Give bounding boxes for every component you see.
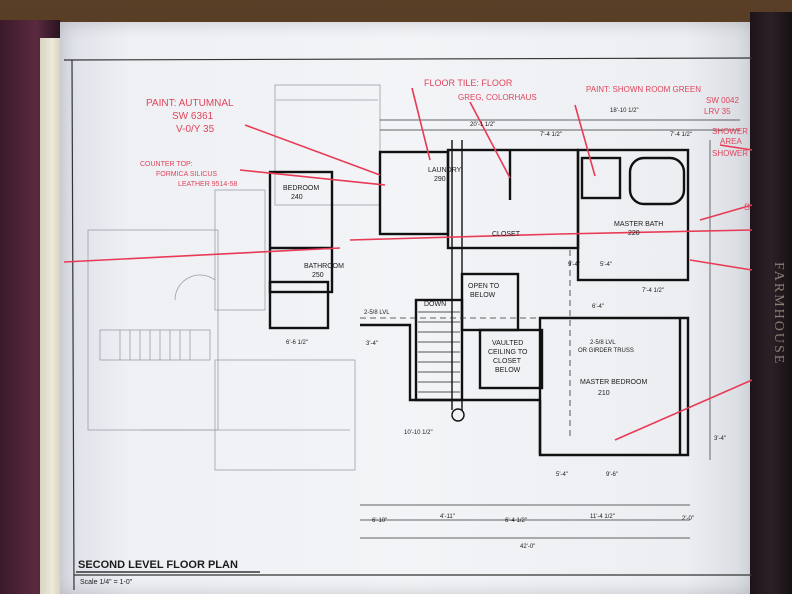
room-num-master-bedroom: 210 (598, 390, 610, 397)
open-below-line1: OPEN TO (468, 283, 500, 290)
vaulted-line4: BELOW (495, 367, 521, 374)
dim-side-1: 5'-4" (600, 262, 612, 268)
dim-bottom-1: 6'-10" (372, 518, 387, 524)
dim-top-4: 7'-4 1/2" (670, 132, 692, 138)
vaulted-line3: CLOSET (493, 358, 522, 365)
markup-tile-line2: GREG, COLORHAUS (458, 93, 537, 102)
markup-counter-line2: FORMICA SILICUS (156, 171, 217, 178)
markup-tile-line1: FLOOR TILE: FLOOR (424, 78, 513, 88)
vaulted-line2: CEILING TO (488, 349, 528, 356)
markup-shower-line1: SHOWER (712, 127, 748, 136)
dim-side-4: 7'-4 1/2" (642, 288, 664, 294)
dim-side-6: 10'-10 1/2" (404, 430, 433, 436)
dim-top-3: 18'-10 1/2" (610, 108, 639, 114)
dim-side-2: 9'-4" (568, 262, 580, 268)
dim-bottom-5: 2'-0" (682, 516, 694, 522)
room-num-master-bath: 220 (628, 230, 640, 237)
dim-side-3: 6'-4" (592, 304, 604, 310)
room-num-bathroom: 250 (312, 272, 324, 279)
dim-side-9: 3'-4" (714, 436, 726, 442)
dim-overall: 42'-0" (520, 544, 535, 550)
beam-lines (360, 250, 571, 440)
room-num-bedroom: 240 (291, 194, 303, 201)
markup-shower-line2: AREA (720, 137, 742, 146)
open-below-line2: BELOW (470, 292, 496, 299)
faint-underlay (87, 84, 381, 471)
dim-side-10: 6'-6 1/2" (286, 340, 308, 346)
dim-top-1: 20'-1 1/2" (470, 122, 495, 128)
dim-bottom-4: 11'-4 1/2" (590, 514, 615, 520)
beam-label-2: 2-5/8 LVL (590, 340, 616, 346)
right-book-spine: FARMHOUSE (750, 12, 792, 594)
markup-counter-line3: LEATHER 9514-58 (178, 181, 238, 188)
room-label-master-bath: MASTER BATH (614, 221, 663, 228)
dim-top-2: 7'-4 1/2" (540, 132, 562, 138)
room-label-bedroom: BEDROOM (283, 185, 319, 192)
plan-title: SECOND LEVEL FLOOR PLAN (78, 559, 238, 571)
markup-paint-2-line1: PAINT: SHOWN ROOM GREEN (586, 85, 701, 94)
markup-paint-1-line2: SW 6361 (172, 111, 214, 122)
stair-treads (418, 311, 460, 393)
vaulted-line1: VAULTED (492, 340, 523, 347)
markup-shower-line3: SHOWER (712, 149, 748, 158)
beam-label-3: OR GIRDER TRUSS (578, 348, 634, 354)
stair-down-label: DOWN (424, 301, 446, 308)
dimension-lines (360, 119, 740, 539)
red-markup-lines (63, 87, 753, 441)
room-label-closet: CLOSET (492, 231, 521, 238)
room-num-laundry: 290 (434, 176, 446, 183)
markup-right-s: S (744, 202, 750, 212)
dim-side-8: 9'-6" (606, 472, 618, 478)
dim-side-5: 3'-4" (366, 341, 378, 347)
sheet-border (63, 57, 753, 591)
dim-side-7: 5'-4" (556, 472, 568, 478)
markup-paint-1-line1: PAINT: AUTUMNAL (146, 98, 234, 109)
room-label-bathroom: BATHROOM (304, 263, 344, 270)
spine-title: FARMHOUSE (771, 262, 786, 366)
dim-bottom-3: 6'-4 1/2" (505, 518, 527, 524)
markup-counter-line1: COUNTER TOP: (140, 161, 193, 168)
blueprint-sheet (60, 22, 755, 594)
walls (268, 148, 690, 457)
room-label-laundry: LAUNDRY (428, 167, 462, 174)
center-lines (451, 140, 465, 422)
dim-bottom-2: 4'-11" (440, 514, 455, 520)
markup-paint-1-line3: V-0/Y 35 (176, 124, 215, 135)
room-label-master-bedroom: MASTER BEDROOM (580, 379, 647, 386)
beam-label-1: 2-5/8 LVL (364, 310, 390, 316)
markup-paint-2-line3: LRV 35 (704, 107, 731, 116)
plan-scale: Scale 1/4" = 1-0" (80, 579, 133, 586)
markup-paint-2-line2: SW 0042 (706, 96, 739, 105)
